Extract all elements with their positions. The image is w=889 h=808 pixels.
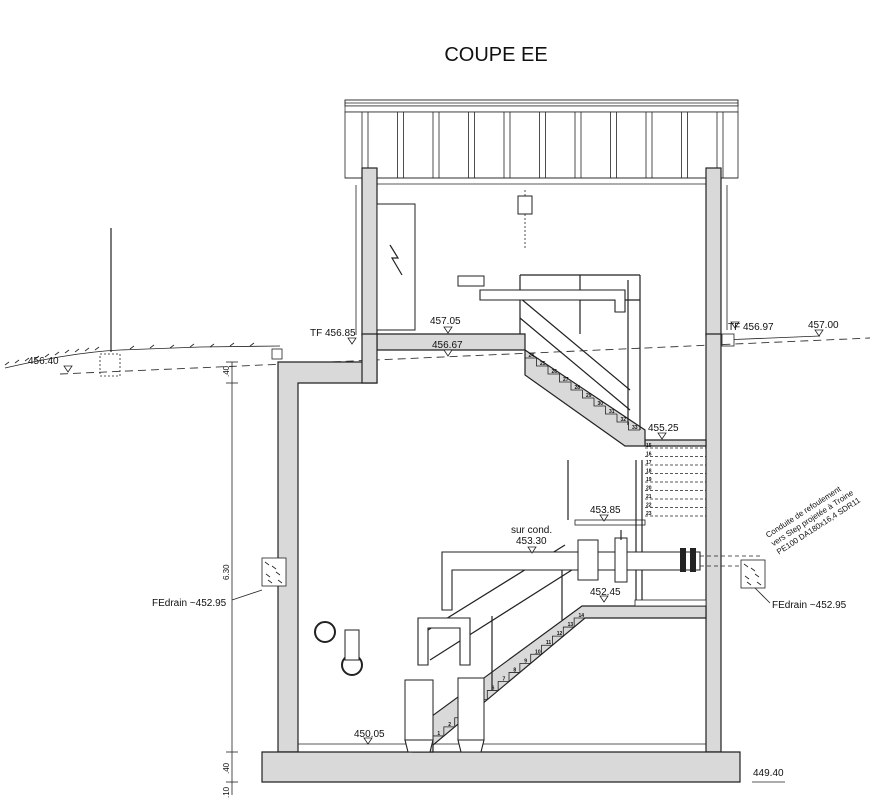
step-number: 19 — [646, 477, 652, 483]
step-number: 10 — [535, 649, 541, 655]
dimension-line: .40 6.30 .40 .10 — [222, 361, 238, 798]
drain-right — [740, 559, 771, 604]
page-title: COUPE EE — [444, 44, 548, 66]
level-floor: 450.05 — [354, 729, 385, 740]
terrain-left — [4, 228, 283, 377]
drain-line — [59, 337, 871, 375]
step-number: 25 — [540, 361, 546, 367]
level-landing-upper: 455.25 — [648, 423, 679, 434]
step-number: 11 — [546, 640, 552, 646]
level-slab-top: 457.05 — [430, 316, 461, 327]
stair-tread — [530, 653, 542, 664]
stair-tread — [508, 672, 520, 682]
step-number: 20 — [646, 486, 652, 492]
step-number: 12 — [557, 631, 563, 637]
stair-tread — [605, 406, 617, 415]
pipe-note-line2: vers Step projetée à Troine — [770, 488, 856, 548]
stair-tread — [519, 662, 531, 673]
step-number: 30 — [597, 401, 603, 407]
stair-tread — [536, 358, 548, 367]
level-platform-mid: 453.85 — [590, 505, 621, 516]
pipe-note: Conduite de refoulement vers Step projet… — [764, 484, 862, 556]
step-number: 7 — [502, 677, 505, 683]
lower-stair: 1234567891011121314 — [432, 613, 585, 745]
dim-base: .10 — [222, 786, 231, 798]
step-number: 14 — [578, 613, 584, 619]
step-number: 28 — [574, 385, 580, 391]
level-pipe-axis: 453.30 — [516, 536, 547, 547]
step-number: 26 — [551, 369, 557, 375]
inspection-box — [99, 353, 121, 377]
stair-tread — [593, 398, 606, 407]
stair-tread — [497, 681, 509, 691]
step-number: 16 — [646, 452, 652, 458]
level-pipe-axis-label: sur cond. — [511, 525, 552, 536]
level-terrain-right: 457.00 — [808, 320, 839, 331]
stair-tread — [552, 635, 564, 646]
upper-walls — [355, 167, 728, 337]
step-number: 2 — [448, 722, 451, 728]
step-number: 13 — [568, 622, 574, 628]
stair-tread — [570, 382, 583, 391]
stair-tread — [616, 414, 629, 423]
stair-tread — [443, 726, 455, 736]
stair-tread — [573, 617, 585, 628]
side-ladder: 15 16 17 18 19 20 21 22 23 — [645, 443, 706, 517]
level-terrain-left: 456.40 — [28, 356, 59, 367]
step-number: 9 — [524, 658, 527, 664]
stair-tread — [541, 644, 553, 655]
step-number: 18 — [646, 469, 652, 475]
drain-level-left: FEdrain ~452.95 — [152, 598, 227, 609]
pipework — [314, 190, 760, 753]
level-slab-under: 456.67 — [432, 340, 463, 351]
roof — [344, 99, 739, 185]
level-tf-left: TF 456.85 — [310, 328, 356, 339]
step-number: 15 — [646, 443, 652, 449]
stair-tread — [524, 350, 537, 359]
level-platform-low: 452.45 — [590, 587, 621, 598]
stair-tread — [547, 366, 560, 375]
level-tf-right: TF 456.97 — [728, 322, 774, 333]
step-number: 32 — [620, 417, 626, 423]
terrain-right — [721, 333, 821, 347]
step-number: 8 — [513, 667, 516, 673]
dim-height: 6.30 — [222, 564, 231, 580]
step-number: 24 — [528, 353, 534, 359]
level-foundation: 449.40 — [753, 768, 784, 779]
stair-tread — [562, 626, 575, 637]
step-number: 17 — [646, 460, 652, 466]
step-number: 29 — [586, 393, 592, 399]
drain-level-right: FEdrain ~452.95 — [772, 600, 847, 611]
step-number: 23 — [646, 511, 652, 517]
step-number: 1 — [437, 731, 440, 737]
step-number: 6 — [492, 686, 495, 692]
step-number: 31 — [609, 409, 615, 415]
level-markers: TF 456.85 TF 456.97 456.40 457.00 457.05… — [28, 316, 847, 783]
stair-tread — [486, 690, 499, 700]
dim-bottom: .40 — [222, 762, 231, 774]
step-number: 22 — [646, 503, 652, 509]
dim-top: .40 — [222, 365, 231, 377]
upper-stair: 24 25 26 27 28 29 30 31 32 33 — [524, 350, 640, 431]
drain-left — [231, 557, 287, 601]
stair-tread — [582, 390, 594, 399]
step-number: 27 — [563, 377, 569, 383]
step-number: 33 — [632, 425, 638, 431]
stair-tread — [559, 374, 571, 383]
step-number: 21 — [646, 494, 652, 500]
